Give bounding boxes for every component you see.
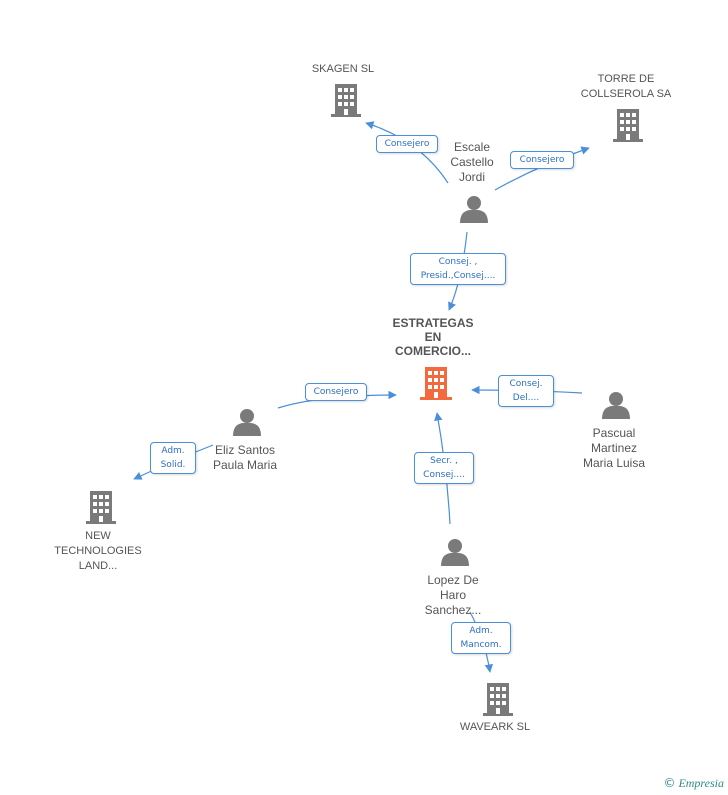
waveark-name: WAVEARK SL: [459, 721, 531, 733]
main-company-label[interactable]: ESTRATEGAS EN COMERCIO...: [384, 316, 482, 358]
person-icon[interactable]: [441, 539, 469, 566]
edge-label-text: Consejero: [384, 139, 430, 149]
escale-name-line3: Jordi: [458, 170, 485, 184]
newtech-name-line2: TECHNOLOGIES: [54, 545, 142, 557]
skagen-name: SKAGEN SL: [311, 63, 375, 75]
main-name-line2: EN: [424, 330, 442, 344]
eliz-name-line2: Paula Maria: [212, 458, 278, 472]
brand-name: Empresia: [678, 776, 724, 790]
torre-name-line1: TORRE DE: [597, 73, 655, 85]
person-icon[interactable]: [602, 392, 630, 419]
edge-label-text-line1: Secr. ,: [430, 456, 458, 466]
eliz-name-line1: Eliz Santos: [214, 443, 276, 457]
edge-label-text-line1: Consej.: [509, 379, 543, 389]
edge-label-lopez-waveark[interactable]: Adm. Mancom.: [451, 622, 511, 654]
edge-label-lopez-main[interactable]: Secr. , Consej....: [414, 452, 474, 484]
main-name-line3: COMERCIO...: [394, 344, 471, 358]
eliz-label[interactable]: Eliz Santos Paula Maria: [200, 443, 290, 473]
edge-label-escale-torre[interactable]: Consejero: [510, 151, 574, 169]
pascual-name-line1: Pascual: [592, 426, 636, 440]
brand-watermark: © Empresia: [663, 776, 724, 791]
edge-label-text-line1: Adm.: [469, 626, 493, 636]
main-name-line1: ESTRATEGAS: [392, 316, 474, 330]
edge-label-text-line2: Consej....: [423, 470, 465, 480]
edge-label-text-line1: Adm.: [161, 446, 185, 456]
edge-label-pascual-main[interactable]: Consej. Del....: [498, 375, 554, 407]
lopez-name-line3: Sanchez...: [424, 603, 482, 617]
building-icon[interactable]: [483, 683, 513, 716]
edge-label-eliz-main[interactable]: Consejero: [305, 383, 367, 401]
edge-label-escale-main[interactable]: Consej. , Presid.,Consej....: [410, 253, 506, 285]
edge-label-escale-skagen[interactable]: Consejero: [376, 135, 438, 153]
lopez-name-line1: Lopez De: [427, 573, 479, 587]
waveark-label[interactable]: WAVEARK SL: [446, 720, 544, 735]
torre-label[interactable]: TORRE DE COLLSEROLA SA: [570, 72, 682, 102]
escale-label[interactable]: Escale Castello Jordi: [432, 140, 512, 185]
edge-label-text-line2: Mancom.: [460, 640, 502, 650]
pascual-name-line2: Martinez: [590, 441, 637, 455]
main-company-building-icon[interactable]: [420, 367, 452, 400]
edge-label-text: Consejero: [313, 387, 359, 397]
newtech-label[interactable]: NEW TECHNOLOGIES LAND...: [48, 529, 148, 574]
edge-label-text-line2: Solid.: [160, 460, 186, 470]
edge-label-text-line2: Presid.,Consej....: [420, 271, 496, 281]
copyright-icon: ©: [663, 776, 676, 790]
torre-name-line2: COLLSEROLA SA: [580, 88, 672, 100]
building-icon[interactable]: [86, 491, 116, 524]
pascual-label[interactable]: Pascual Martinez Maria Luisa: [572, 426, 656, 471]
edge-label-eliz-newtech[interactable]: Adm. Solid.: [150, 442, 196, 474]
edge-label-text-line2: Del....: [512, 393, 540, 403]
newtech-name-line3: LAND...: [78, 560, 118, 572]
pascual-name-line3: Maria Luisa: [582, 456, 646, 470]
person-icon[interactable]: [460, 196, 488, 223]
building-icon[interactable]: [613, 109, 643, 142]
lopez-name-line2: Haro: [439, 588, 466, 602]
escale-name-line1: Escale: [453, 140, 491, 154]
lopez-label[interactable]: Lopez De Haro Sanchez...: [414, 573, 492, 618]
newtech-name-line1: NEW: [85, 530, 111, 542]
building-icon[interactable]: [331, 84, 361, 117]
edge-label-text: Consejero: [519, 155, 565, 165]
skagen-label[interactable]: SKAGEN SL: [296, 62, 390, 77]
person-icon[interactable]: [233, 409, 261, 436]
escale-name-line2: Castello: [450, 155, 494, 169]
edge-label-text-line1: Consej. ,: [438, 257, 478, 267]
